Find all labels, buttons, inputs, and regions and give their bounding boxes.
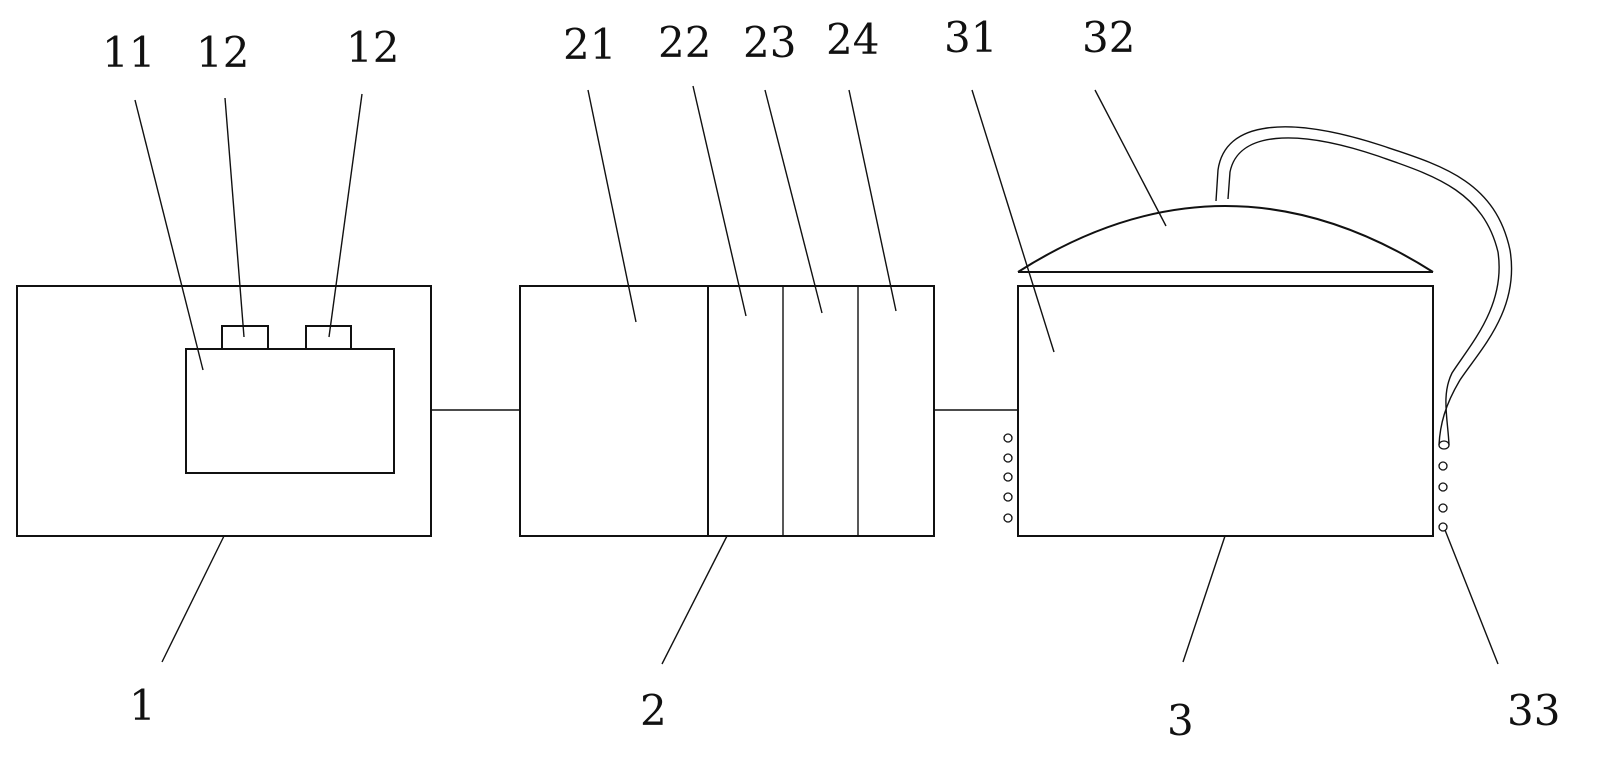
leader-21: [587, 89, 637, 323]
label-12-right: 12: [346, 23, 399, 72]
unit-3: [1003, 126, 1513, 537]
leader-24: [848, 89, 897, 312]
vent-hole-left-1: [1003, 433, 1013, 443]
leader-23: [764, 89, 823, 314]
leader-3: [1182, 535, 1226, 663]
label-11: 11: [102, 28, 155, 77]
leader-33: [1444, 529, 1499, 665]
leader-2: [661, 535, 728, 665]
label-2: 2: [640, 686, 667, 735]
unit-3-housing: [1017, 285, 1434, 537]
label-12-left: 12: [196, 28, 249, 77]
component-11-box: [185, 348, 395, 474]
reference-numerals: 11 12 12 21 22 23 24 31 32 1 2 3 33: [102, 13, 1560, 745]
tube-end: [1438, 440, 1450, 450]
vent-hole-right-3: [1438, 503, 1448, 513]
vent-hole-right-2: [1438, 482, 1448, 492]
leader-11: [134, 99, 204, 371]
vent-hole-right-1: [1438, 461, 1448, 471]
leader-22: [692, 85, 747, 317]
leader-lines: [134, 85, 1499, 665]
vent-hole-left-2: [1003, 453, 1013, 463]
leader-12a: [224, 97, 245, 338]
vent-hole-left-3: [1003, 472, 1013, 482]
tube-outer: [1215, 126, 1513, 446]
component-12-right-box: [305, 325, 352, 350]
leader-31: [971, 89, 1055, 353]
unit-2: [519, 285, 935, 537]
label-3: 3: [1167, 696, 1194, 745]
vent-hole-left-4: [1003, 492, 1013, 502]
label-32: 32: [1082, 13, 1135, 62]
unit-2-housing: [519, 285, 935, 537]
leader-32: [1094, 89, 1167, 227]
label-33: 33: [1507, 686, 1560, 735]
label-22: 22: [658, 18, 711, 67]
leader-1: [161, 535, 225, 663]
vent-hole-right-4: [1438, 522, 1448, 532]
label-21: 21: [563, 20, 616, 69]
dome-lid-32: [1017, 205, 1434, 273]
component-12-left-box: [221, 325, 269, 350]
leader-12b: [328, 93, 363, 338]
unit-1: [16, 285, 432, 537]
label-24: 24: [826, 15, 879, 64]
tube-inner: [1227, 137, 1500, 446]
vent-hole-left-5: [1003, 513, 1013, 523]
label-31: 31: [944, 13, 997, 62]
label-1: 1: [129, 681, 156, 730]
label-23: 23: [743, 18, 796, 67]
